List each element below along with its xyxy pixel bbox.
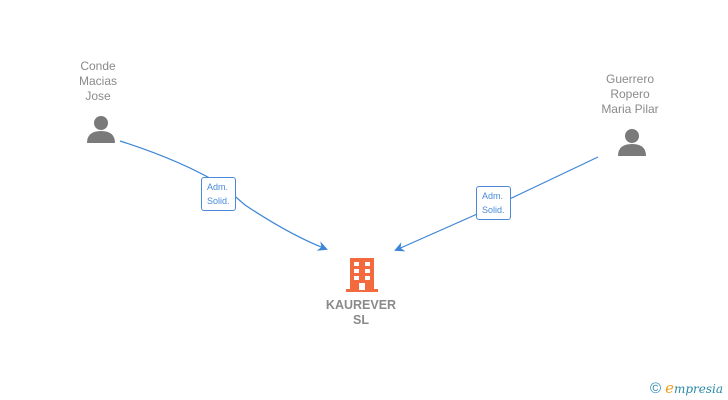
person-icon[interactable]	[86, 114, 116, 144]
edge-label-left[interactable]: Adm. Solid.	[201, 177, 236, 211]
person-icon[interactable]	[617, 127, 647, 157]
edge-label-right[interactable]: Adm. Solid.	[476, 186, 511, 220]
copyright-icon: ©	[650, 380, 662, 397]
company-name[interactable]: KAUREVER SL	[325, 298, 397, 327]
empresia-footer[interactable]: ©empresia	[650, 379, 723, 397]
person-name-left[interactable]: Conde Macias Jose	[78, 59, 117, 103]
empresia-logo: empresia	[665, 379, 724, 397]
building-icon[interactable]	[346, 258, 378, 292]
person-name-right[interactable]: Guerrero Ropero Maria Pilar	[601, 72, 659, 116]
